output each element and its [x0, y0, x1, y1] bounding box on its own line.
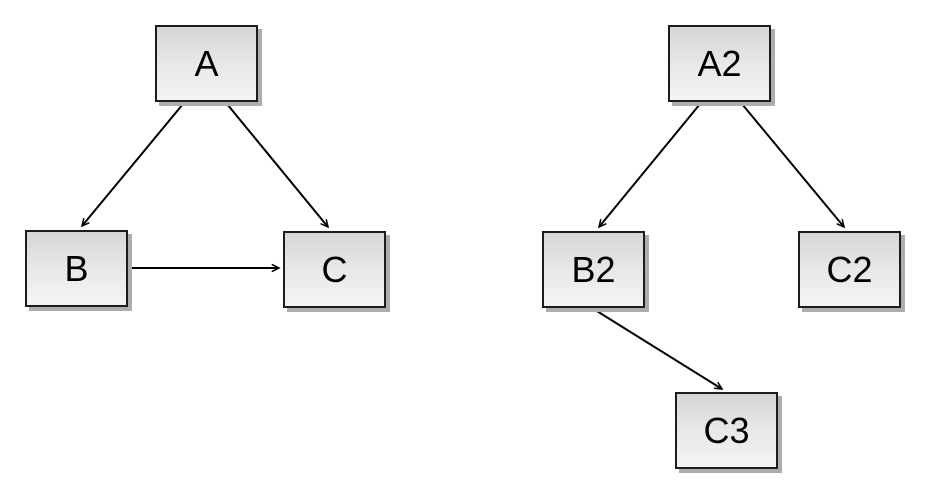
- edge-B2-C3[interactable]: [591, 307, 722, 389]
- node-B-label: B: [64, 247, 89, 289]
- node-C[interactable]: C: [283, 231, 386, 308]
- node-C3[interactable]: C3: [675, 392, 778, 469]
- node-A2[interactable]: A2: [668, 25, 771, 102]
- node-C3-label: C3: [703, 409, 750, 451]
- node-A-label: A: [194, 42, 219, 84]
- node-A2-label: A2: [697, 42, 742, 84]
- edge-A-B[interactable]: [82, 103, 184, 226]
- node-B2-label: B2: [571, 248, 616, 290]
- edge-A2-B2[interactable]: [599, 103, 701, 227]
- node-C-label: C: [321, 248, 348, 290]
- node-C2-label: C2: [826, 248, 873, 290]
- node-C2[interactable]: C2: [798, 231, 901, 308]
- node-A[interactable]: A: [155, 25, 258, 102]
- edge-A2-C2[interactable]: [741, 103, 844, 227]
- edge-A-C[interactable]: [226, 103, 328, 227]
- node-B2[interactable]: B2: [542, 231, 645, 308]
- node-B[interactable]: B: [25, 230, 128, 307]
